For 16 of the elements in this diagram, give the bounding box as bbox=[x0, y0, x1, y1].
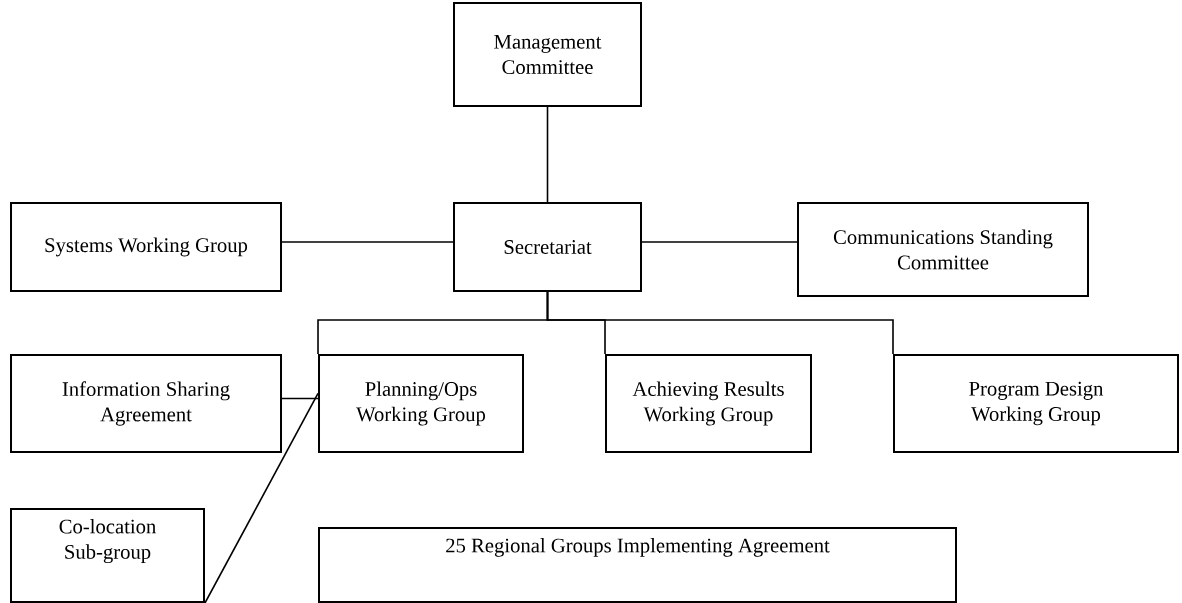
org-box: Information Sharing Agreement bbox=[10, 354, 282, 453]
org-box: Co-location Sub-group bbox=[10, 508, 205, 603]
org-box: Systems Working Group bbox=[10, 202, 282, 292]
connector-line bbox=[281, 397, 319, 400]
connector-line bbox=[546, 106, 549, 203]
connector-line bbox=[204, 392, 319, 603]
org-box: Program Design Working Group bbox=[893, 354, 1179, 453]
org-box: Secretariat bbox=[453, 202, 642, 292]
connector-line bbox=[281, 241, 454, 243]
org-box: Achieving Results Working Group bbox=[605, 354, 812, 453]
connector-line bbox=[641, 241, 798, 243]
connector-line bbox=[546, 291, 894, 355]
org-box: Communications Standing Committee bbox=[797, 202, 1089, 297]
org-box: 25 Regional Groups Implementing Agreement bbox=[318, 527, 957, 603]
org-box: Management Committee bbox=[453, 2, 642, 107]
org-box: Planning/Ops Working Group bbox=[318, 354, 524, 453]
